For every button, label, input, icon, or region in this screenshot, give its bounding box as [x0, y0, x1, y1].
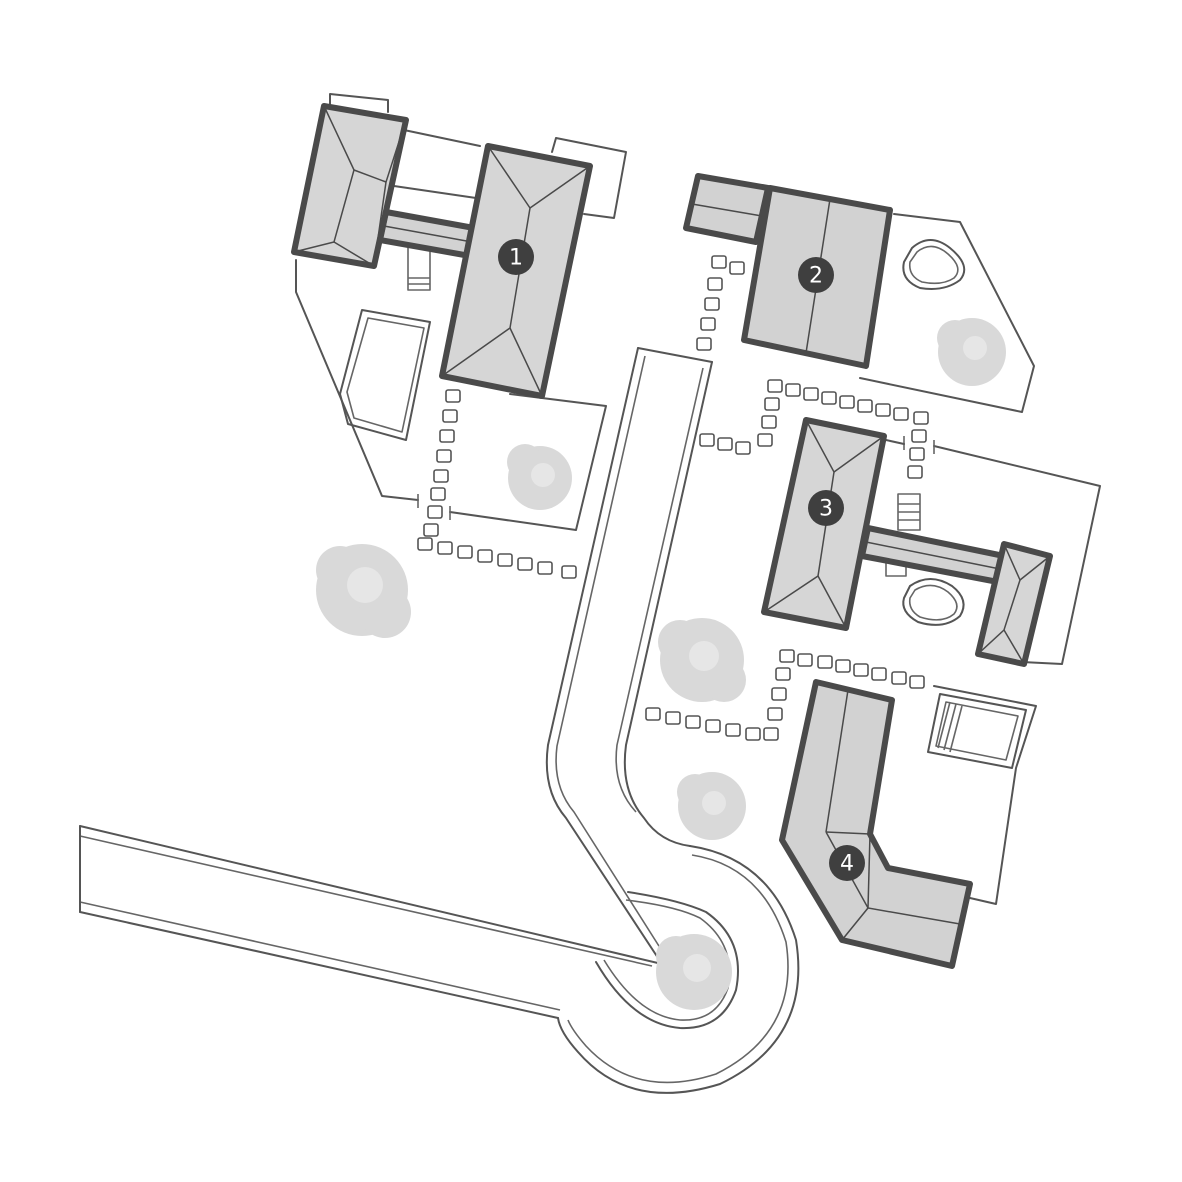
swimming-pool	[927, 693, 1027, 769]
paver-path-2	[696, 255, 745, 351]
tree	[677, 772, 746, 840]
building-2-number: 2	[809, 264, 823, 289]
building-1-number: 1	[509, 246, 523, 271]
tree	[656, 934, 732, 1010]
plot-3: 3	[699, 379, 1101, 667]
building-3-label: 3	[808, 490, 844, 526]
plot-2: 2	[683, 173, 1035, 413]
swimming-pool	[339, 309, 431, 441]
hot-tub	[902, 239, 966, 290]
paver-path-3	[699, 379, 929, 479]
tree	[937, 318, 1006, 386]
tree	[507, 444, 572, 510]
building-4-number: 4	[840, 852, 854, 877]
tree	[316, 544, 411, 638]
plot-1: 1	[291, 93, 627, 579]
building-1-label: 1	[498, 239, 534, 275]
hot-tub	[902, 578, 965, 626]
building-4-label: 4	[829, 845, 865, 881]
building-2-label: 2	[798, 257, 834, 293]
paver-path-1	[417, 389, 577, 579]
plot-4: 4	[645, 649, 1037, 969]
building-4	[779, 679, 973, 969]
building-3-east-wing	[975, 541, 1053, 667]
tree	[658, 618, 746, 702]
building-3-number: 3	[819, 497, 833, 522]
trees	[316, 318, 1006, 1010]
stairs	[407, 245, 431, 291]
building-1-west-wing	[291, 103, 409, 269]
paver-path-4	[645, 649, 925, 741]
stairs	[897, 493, 921, 531]
